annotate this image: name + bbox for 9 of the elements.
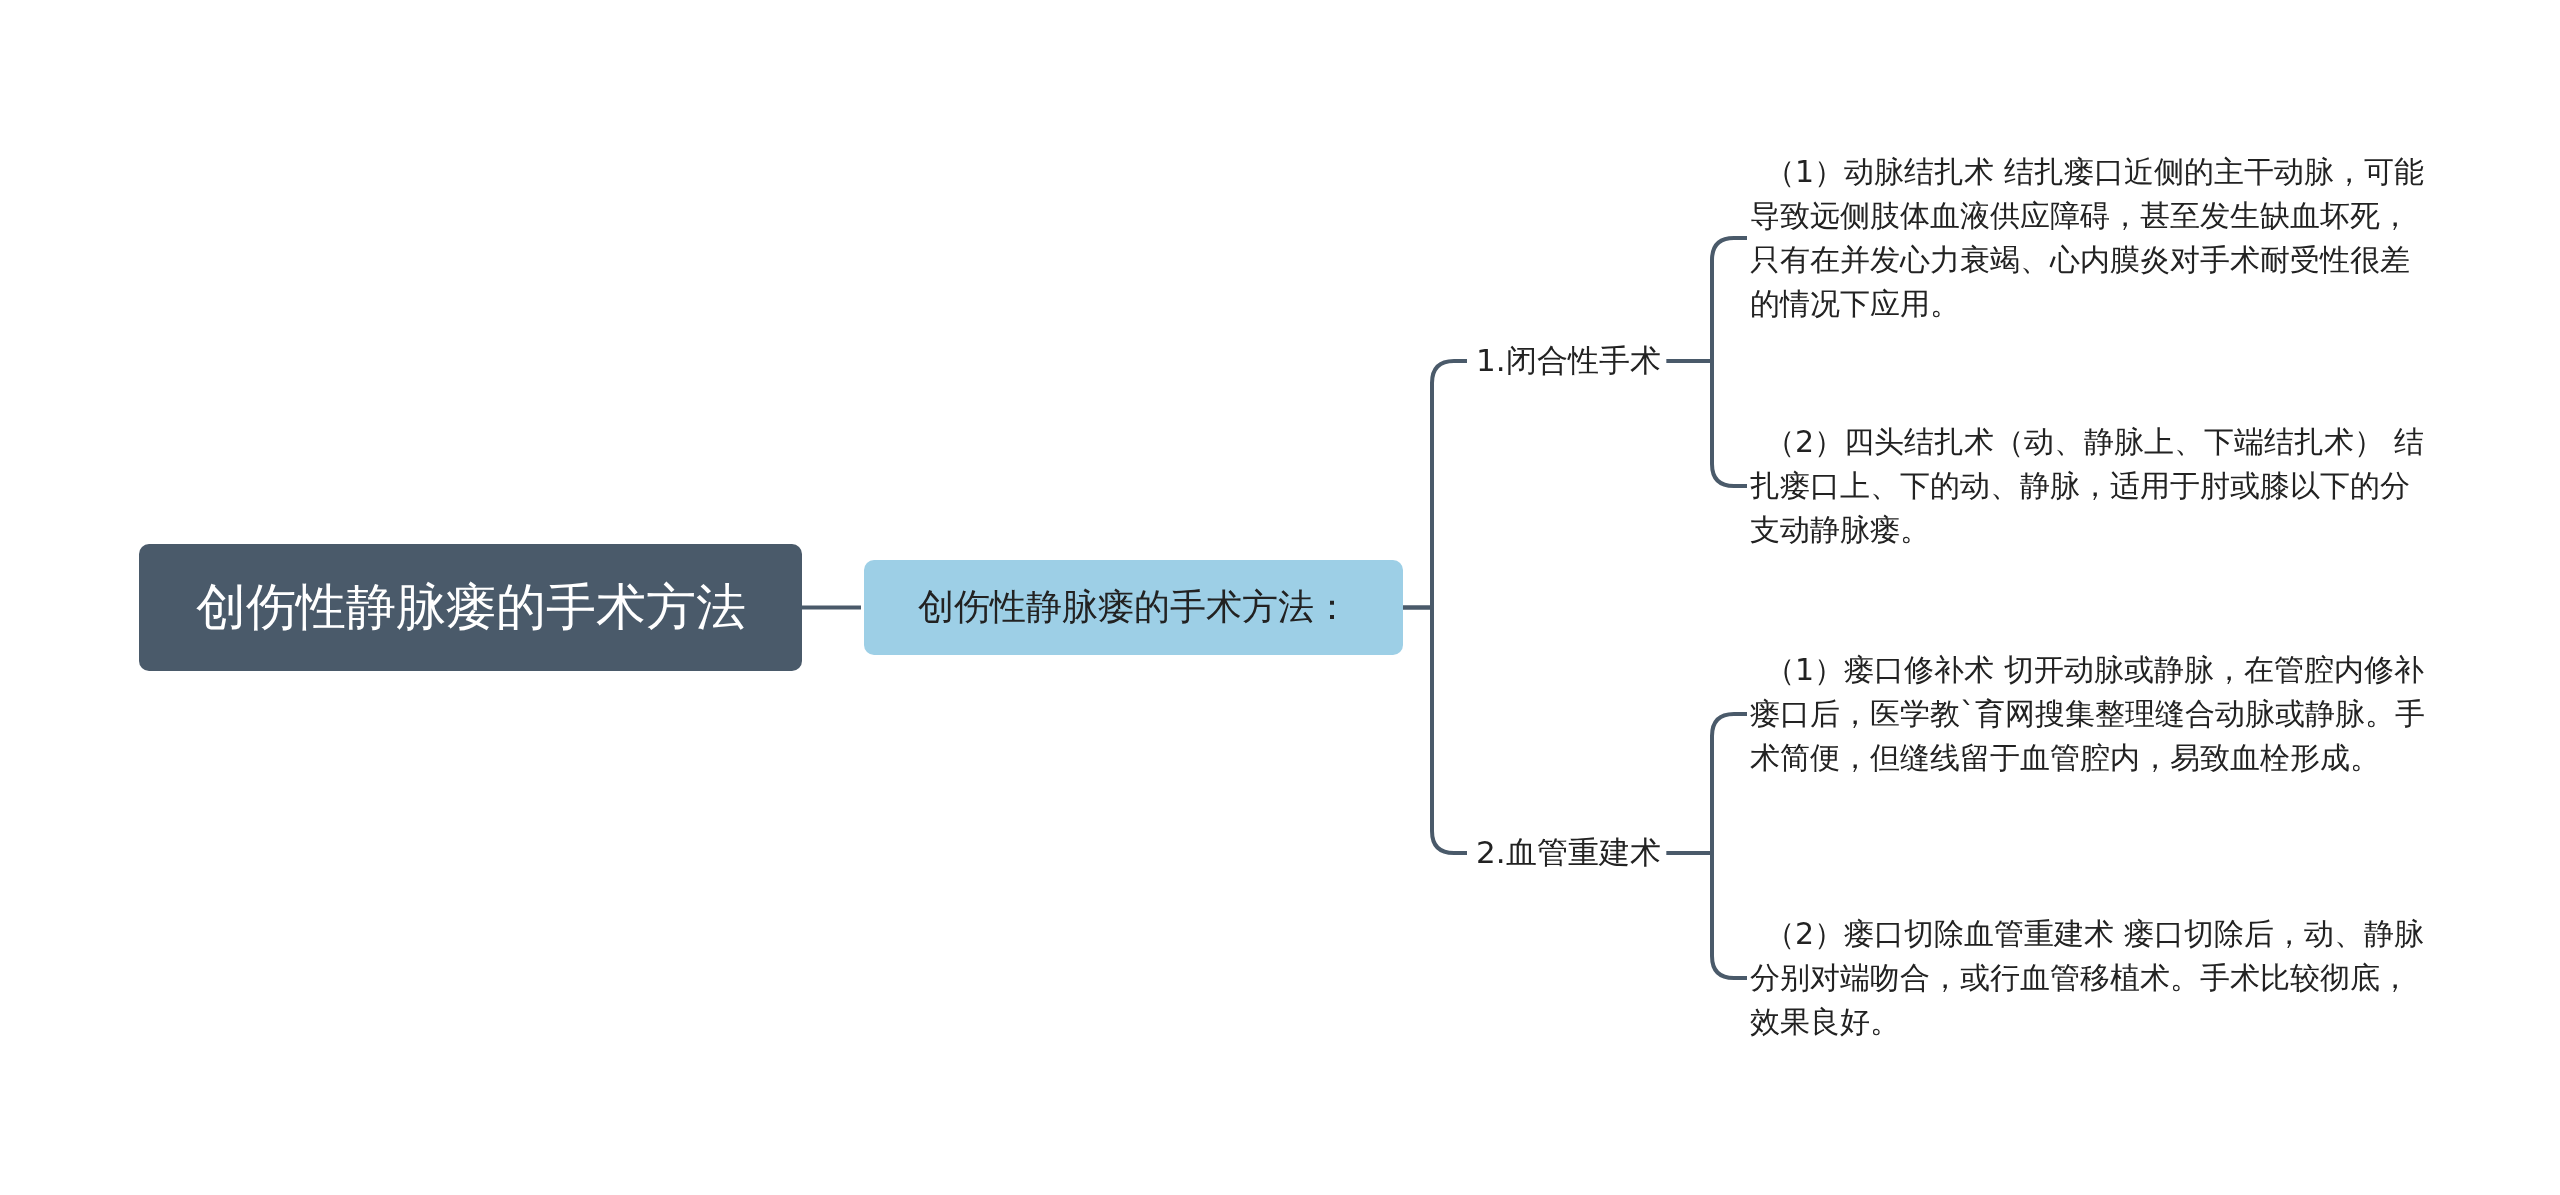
connector-line xyxy=(802,605,861,610)
branch-text: 2.血管重建术 xyxy=(1470,828,1667,878)
central-topic-box: 创伤性静脉瘘的手术方法 xyxy=(139,544,802,671)
note-text: （1）瘘口修补术 切开动脉或静脉，在管腔内修补瘘口后，医学教`育网搜集整理缝合动脉或静脉。手术简便，但缝线留于血管腔内，易致血栓形成。 xyxy=(1750,648,2430,780)
topic-box: 创伤性静脉瘘的手术方法： xyxy=(864,560,1403,655)
note-text: （2）四头结扎术（动、静脉上、下端结扎术） 结扎瘘口上、下的动、静脉，适用于肘或膝以下的分支动静脉瘘。 xyxy=(1750,420,2430,552)
note-text: （1）动脉结扎术 结扎瘘口近侧的主干动脉，可能导致远侧肢体血液供应障碍，甚至发生缺血坏死，只有在并发心力衰竭、心内膜炎对手术耐受性很差的情况下应用。 xyxy=(1750,150,2430,326)
branch-text: 1.闭合性手术 xyxy=(1470,336,1667,386)
note-text: （2）瘘口切除血管重建术 瘘口切除后，动、静脉分别对端吻合，或行血管移植术。手术比较彻底，效果良好。 xyxy=(1750,912,2430,1044)
